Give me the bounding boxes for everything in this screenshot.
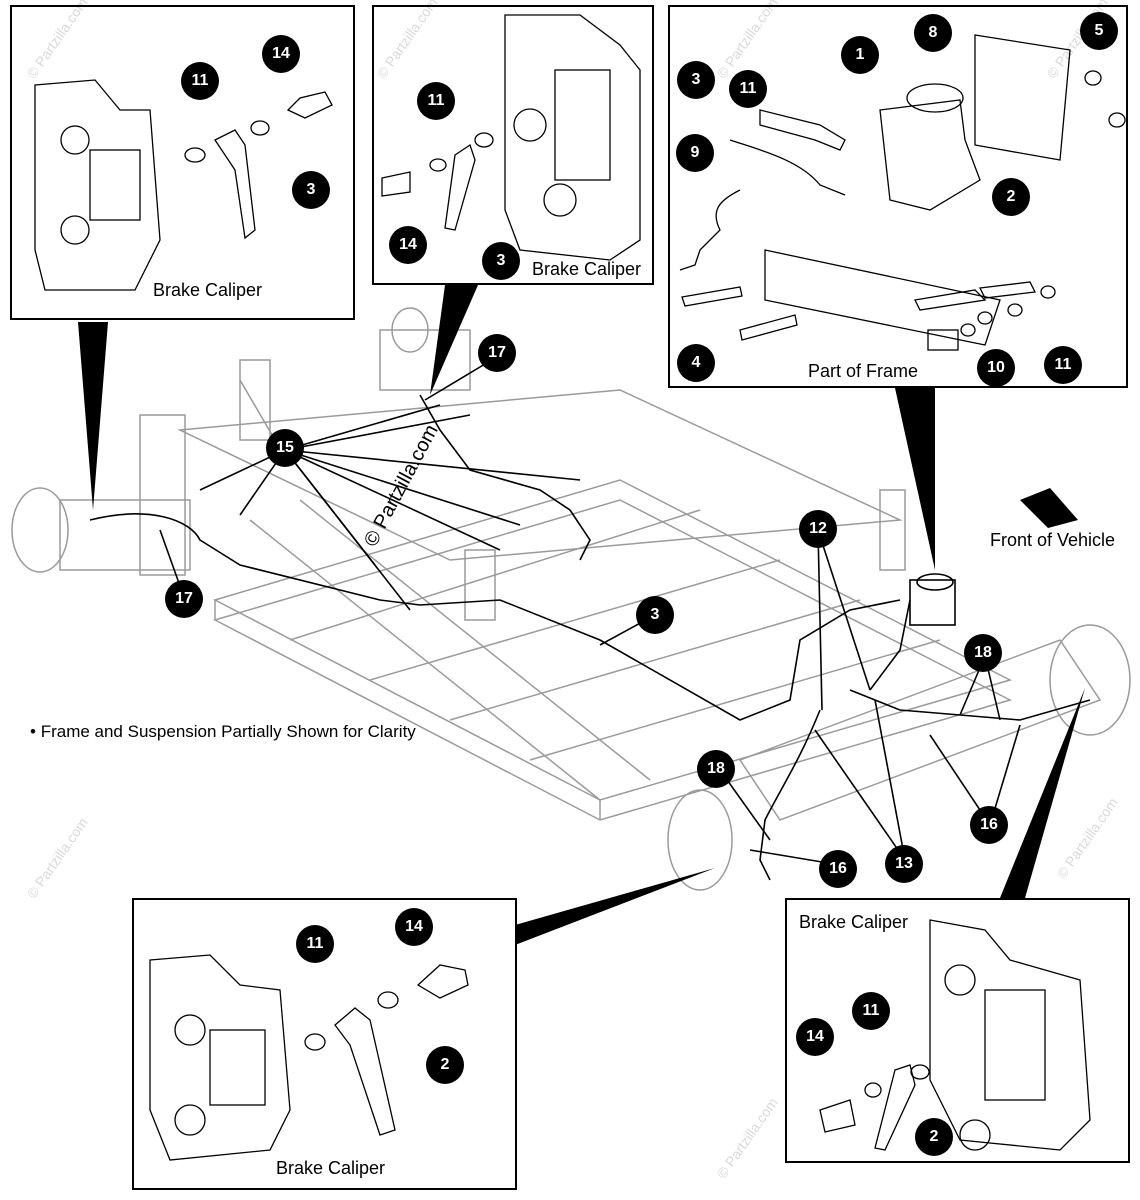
inset-rear-left-caliper	[10, 5, 355, 320]
callout-18[interactable]: 18	[697, 750, 735, 788]
front-of-vehicle-label: Front of Vehicle	[990, 530, 1116, 550]
callout-2[interactable]: 2	[915, 1118, 953, 1156]
inset-rear-right-caliper	[372, 5, 654, 285]
callout-11[interactable]: 11	[417, 82, 455, 120]
callout-11[interactable]: 11	[729, 70, 767, 108]
callout-14[interactable]: 14	[262, 35, 300, 73]
callout-1[interactable]: 1	[841, 36, 879, 74]
callout-2[interactable]: 2	[992, 178, 1030, 216]
callout-11[interactable]: 11	[181, 62, 219, 100]
footnote-label: Frame and Suspension Partially Shown for…	[40, 722, 416, 741]
callout-9[interactable]: 9	[676, 134, 714, 172]
inset-front-left-caliper	[132, 898, 517, 1190]
callout-14[interactable]: 14	[796, 1018, 834, 1056]
callout-15[interactable]: 15	[266, 429, 304, 467]
callout-17[interactable]: 17	[165, 580, 203, 618]
brake-caliper-label: Brake Caliper	[532, 259, 642, 279]
callout-3[interactable]: 3	[677, 61, 715, 99]
callout-8[interactable]: 8	[914, 14, 952, 52]
callout-11[interactable]: 11	[1044, 346, 1082, 384]
callout-3[interactable]: 3	[292, 171, 330, 209]
callout-14[interactable]: 14	[389, 226, 427, 264]
callout-13[interactable]: 13	[885, 845, 923, 883]
callout-5[interactable]: 5	[1080, 12, 1118, 50]
brake-caliper-label: Brake Caliper	[799, 912, 909, 932]
callout-3[interactable]: 3	[482, 242, 520, 280]
brake-caliper-label: Brake Caliper	[276, 1158, 386, 1178]
callout-16[interactable]: 16	[970, 806, 1008, 844]
callout-17[interactable]: 17	[478, 334, 516, 372]
inset-master-cylinder	[668, 5, 1128, 388]
inset-front-right-caliper	[785, 898, 1130, 1163]
footnote-text: • Frame and Suspension Partially Shown f…	[30, 722, 416, 741]
callout-2[interactable]: 2	[426, 1046, 464, 1084]
brake-caliper-label: Brake Caliper	[153, 280, 263, 300]
callout-11[interactable]: 11	[852, 992, 890, 1030]
callout-12[interactable]: 12	[799, 510, 837, 548]
callout-4[interactable]: 4	[677, 344, 715, 382]
callout-18[interactable]: 18	[964, 634, 1002, 672]
callout-3[interactable]: 3	[636, 596, 674, 634]
callout-10[interactable]: 10	[977, 349, 1015, 387]
callout-16[interactable]: 16	[819, 850, 857, 888]
callout-11[interactable]: 11	[296, 925, 334, 963]
part-of-frame-label: Part of Frame	[808, 361, 919, 381]
callout-14[interactable]: 14	[395, 908, 433, 946]
